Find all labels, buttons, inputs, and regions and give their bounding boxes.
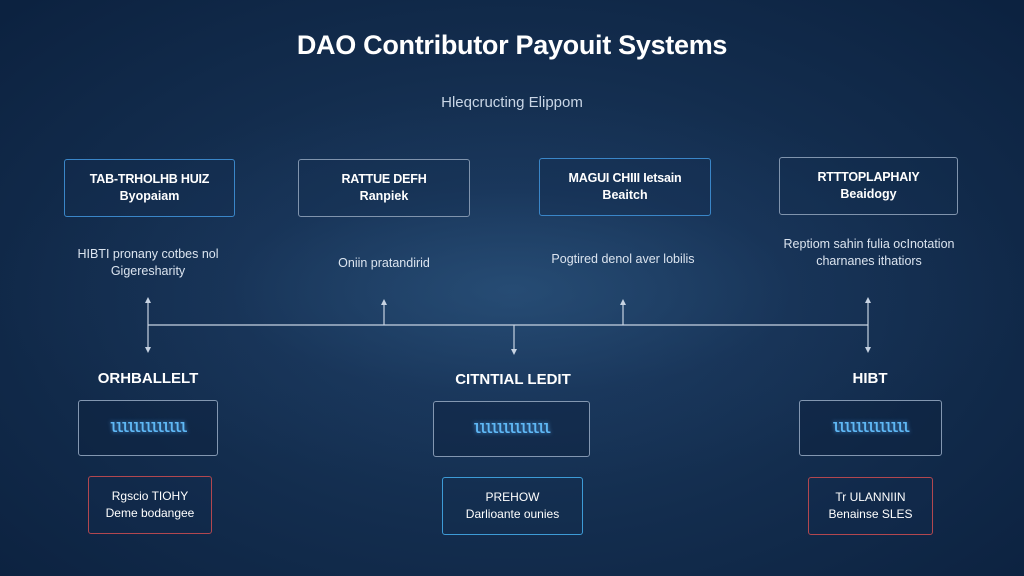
arrow-up-left-icon [145,297,151,303]
bottom-box-center: PREHOW Darlioante ounies [442,477,583,535]
code-value-right: lllllllllllll [832,420,911,436]
top-box-4-desc-line1: Reptiom sahin fulia ocInotation [783,237,955,251]
top-box-4-desc-line2: charnanes ithatiors [816,254,922,268]
top-box-4: RTTTOPLAPHAIY Beaidogy [779,157,958,215]
top-box-1-title: TAB-TRHOLHB HUIZ [89,172,210,186]
top-box-1-desc-line1: HIBTI pronany cotbes nol [77,247,219,261]
top-box-3-title: MAGUI CHIII Ietsain [568,171,682,185]
bottom-box-right: Tr ULANNIIN Benainse SLES [808,477,933,535]
top-box-3-subtitle: Beaitch [602,188,648,202]
top-box-4-description: Reptiom sahin fulia ocInotation charnane… [760,236,978,270]
top-box-4-title: RTTTOPLAPHAIY [817,170,920,184]
code-box-center: lllllllllllll [433,401,590,457]
arrow-up-right-icon [865,297,871,303]
arrow-down-right-icon [865,347,871,353]
top-box-1-subtitle: Byopaiam [119,189,180,203]
top-box-2-description: Oniin pratandirid [290,255,478,272]
top-box-3: MAGUI CHIII Ietsain Beaitch [539,158,711,216]
mid-label-left: ORHBALLELT [97,370,199,387]
page-title: DAO Contributor Payouit Systems [296,30,728,60]
top-box-1-desc-line2: Gigeresharity [110,264,186,278]
top-box-4-subtitle: Beaidogy [840,187,897,201]
bottom-box-center-line1: PREHOW [485,490,540,504]
arrow-up-second-icon [381,299,387,305]
page-subtitle: Hleqcructing Elippom [441,94,583,111]
bottom-box-left: Rgscio TIOHY Deme bodangee [88,476,212,534]
code-box-right: lllllllllllll [799,400,942,456]
code-box-left: lllllllllllll [78,400,218,456]
top-box-3-description: Pogtired denol aver lobilis [528,251,718,268]
top-box-3-desc-line1: Pogtired denol aver lobilis [551,252,695,266]
top-box-2: RATTUE DEFH Ranpiek [298,159,470,217]
bottom-box-center-line2: Darlioante ounies [465,507,560,521]
arrow-up-third-icon [620,299,626,305]
top-box-1: TAB-TRHOLHB HUIZ Byopaiam [64,159,235,217]
bottom-box-right-line2: Benainse SLES [828,507,913,521]
bottom-box-right-line1: Tr ULANNIIN [835,490,906,504]
code-value-center: lllllllllllll [473,421,552,437]
arrow-down-left-icon [145,347,151,353]
bottom-box-left-line1: Rgscio TIOHY [111,489,189,503]
top-box-1-description: HIBTI pronany cotbes nol Gigeresharity [50,246,246,280]
top-box-2-title: RATTUE DEFH [341,172,427,186]
top-box-2-subtitle: Ranpiek [359,189,409,203]
arrow-down-center-icon [511,349,517,355]
mid-label-center: CITNTIAL LEDIT [455,371,571,388]
bottom-box-left-line2: Deme bodangee [105,506,195,520]
mid-label-right: HIBT [852,370,888,387]
code-value-left: lllllllllllll [110,420,188,436]
top-box-2-desc-line1: Oniin pratandirid [338,256,430,270]
